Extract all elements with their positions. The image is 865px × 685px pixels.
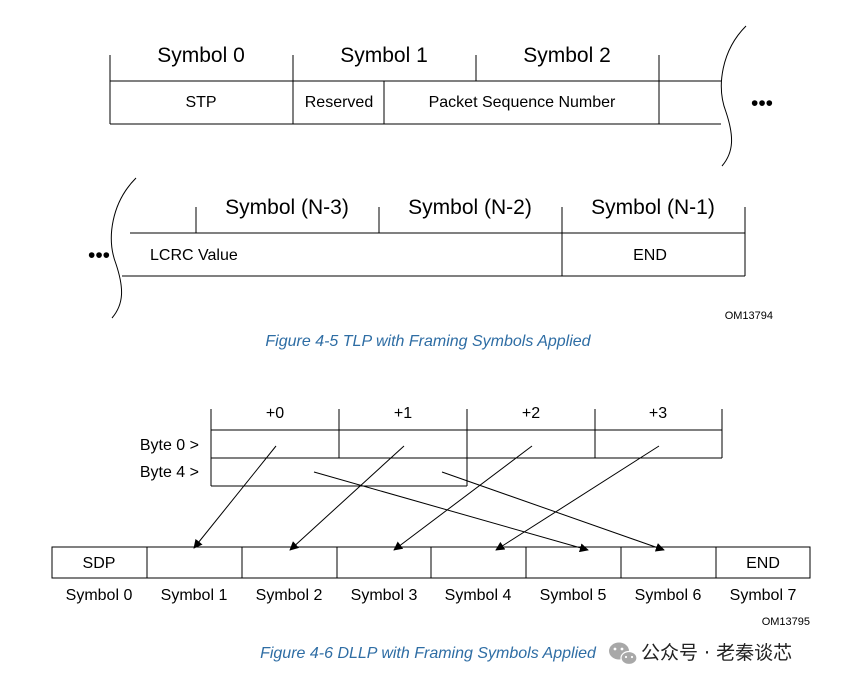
watermark-text: 公众号 · 老秦谈芯: [641, 642, 792, 664]
field-end: END: [633, 247, 667, 264]
symbol-label: Symbol 1: [340, 44, 428, 67]
tlp-top-row: Symbol 0 Symbol 1 Symbol 2 STP Reserved …: [109, 25, 773, 167]
symbol-label: Symbol 3: [351, 587, 418, 604]
symbol-label: Symbol 4: [445, 587, 512, 604]
symbol-label: Symbol 1: [161, 587, 228, 604]
symbol-label: Symbol (N-1): [591, 196, 715, 219]
mapping-arrow: [441, 471, 665, 552]
field-stp: STP: [185, 94, 216, 111]
field-packet-sequence-number: Packet Sequence Number: [429, 94, 616, 111]
break-curve: [720, 25, 747, 167]
ellipsis: •••: [88, 244, 110, 267]
mapping-arrow: [193, 445, 277, 549]
figure-caption: Figure 4-6 DLLP with Framing Symbols App…: [260, 645, 597, 662]
byte-offset-label: +3: [649, 405, 667, 422]
field-reserved: Reserved: [305, 94, 373, 111]
symbol-cell-sdp: SDP: [83, 555, 116, 572]
byte-offset-label: +0: [266, 405, 284, 422]
byte-offset-label: +2: [522, 405, 540, 422]
byte-row-label: Byte 4 >: [140, 464, 199, 481]
symbol-label: Symbol 2: [256, 587, 323, 604]
figure-id-code: OM13794: [725, 310, 773, 322]
symbol-label: Symbol 7: [730, 587, 797, 604]
symbol-label: Symbol (N-3): [225, 196, 349, 219]
symbol-label: Symbol 2: [523, 44, 611, 67]
symbol-label: Symbol 0: [157, 44, 245, 67]
figure-caption: Figure 4-5 TLP with Framing Symbols Appl…: [265, 333, 591, 350]
field-lcrc-value: LCRC Value: [150, 247, 238, 264]
byte-row-label: Byte 0 >: [140, 437, 199, 454]
symbol-label: Symbol 0: [66, 587, 133, 604]
dllp-symbol-row: SDP END Symbol 0 Symbol 1 Symbol 2 Symbo…: [51, 546, 811, 628]
mapping-arrow: [313, 471, 589, 553]
mapping-arrow: [393, 445, 533, 551]
figure-id-code: OM13795: [762, 616, 810, 628]
tlp-bottom-row: ••• Symbol (N-3) Symbol (N-2) Symbol (N-…: [88, 177, 773, 322]
dllp-byte-grid: +0 +1 +2 +3 Byte 0 > Byte 4 >: [140, 405, 723, 487]
mapping-arrow: [495, 445, 660, 551]
wechat-icon: [609, 642, 638, 666]
symbol-label: Symbol (N-2): [408, 196, 532, 219]
symbol-label: Symbol 6: [635, 587, 702, 604]
break-curve: [110, 177, 137, 319]
symbol-label: Symbol 5: [540, 587, 607, 604]
ellipsis: •••: [751, 92, 773, 115]
byte-to-symbol-arrows: [193, 445, 665, 553]
mapping-arrow: [289, 445, 405, 551]
byte-offset-label: +1: [394, 405, 412, 422]
symbol-cell-end: END: [746, 555, 780, 572]
watermark: 公众号 · 老秦谈芯: [609, 642, 792, 666]
